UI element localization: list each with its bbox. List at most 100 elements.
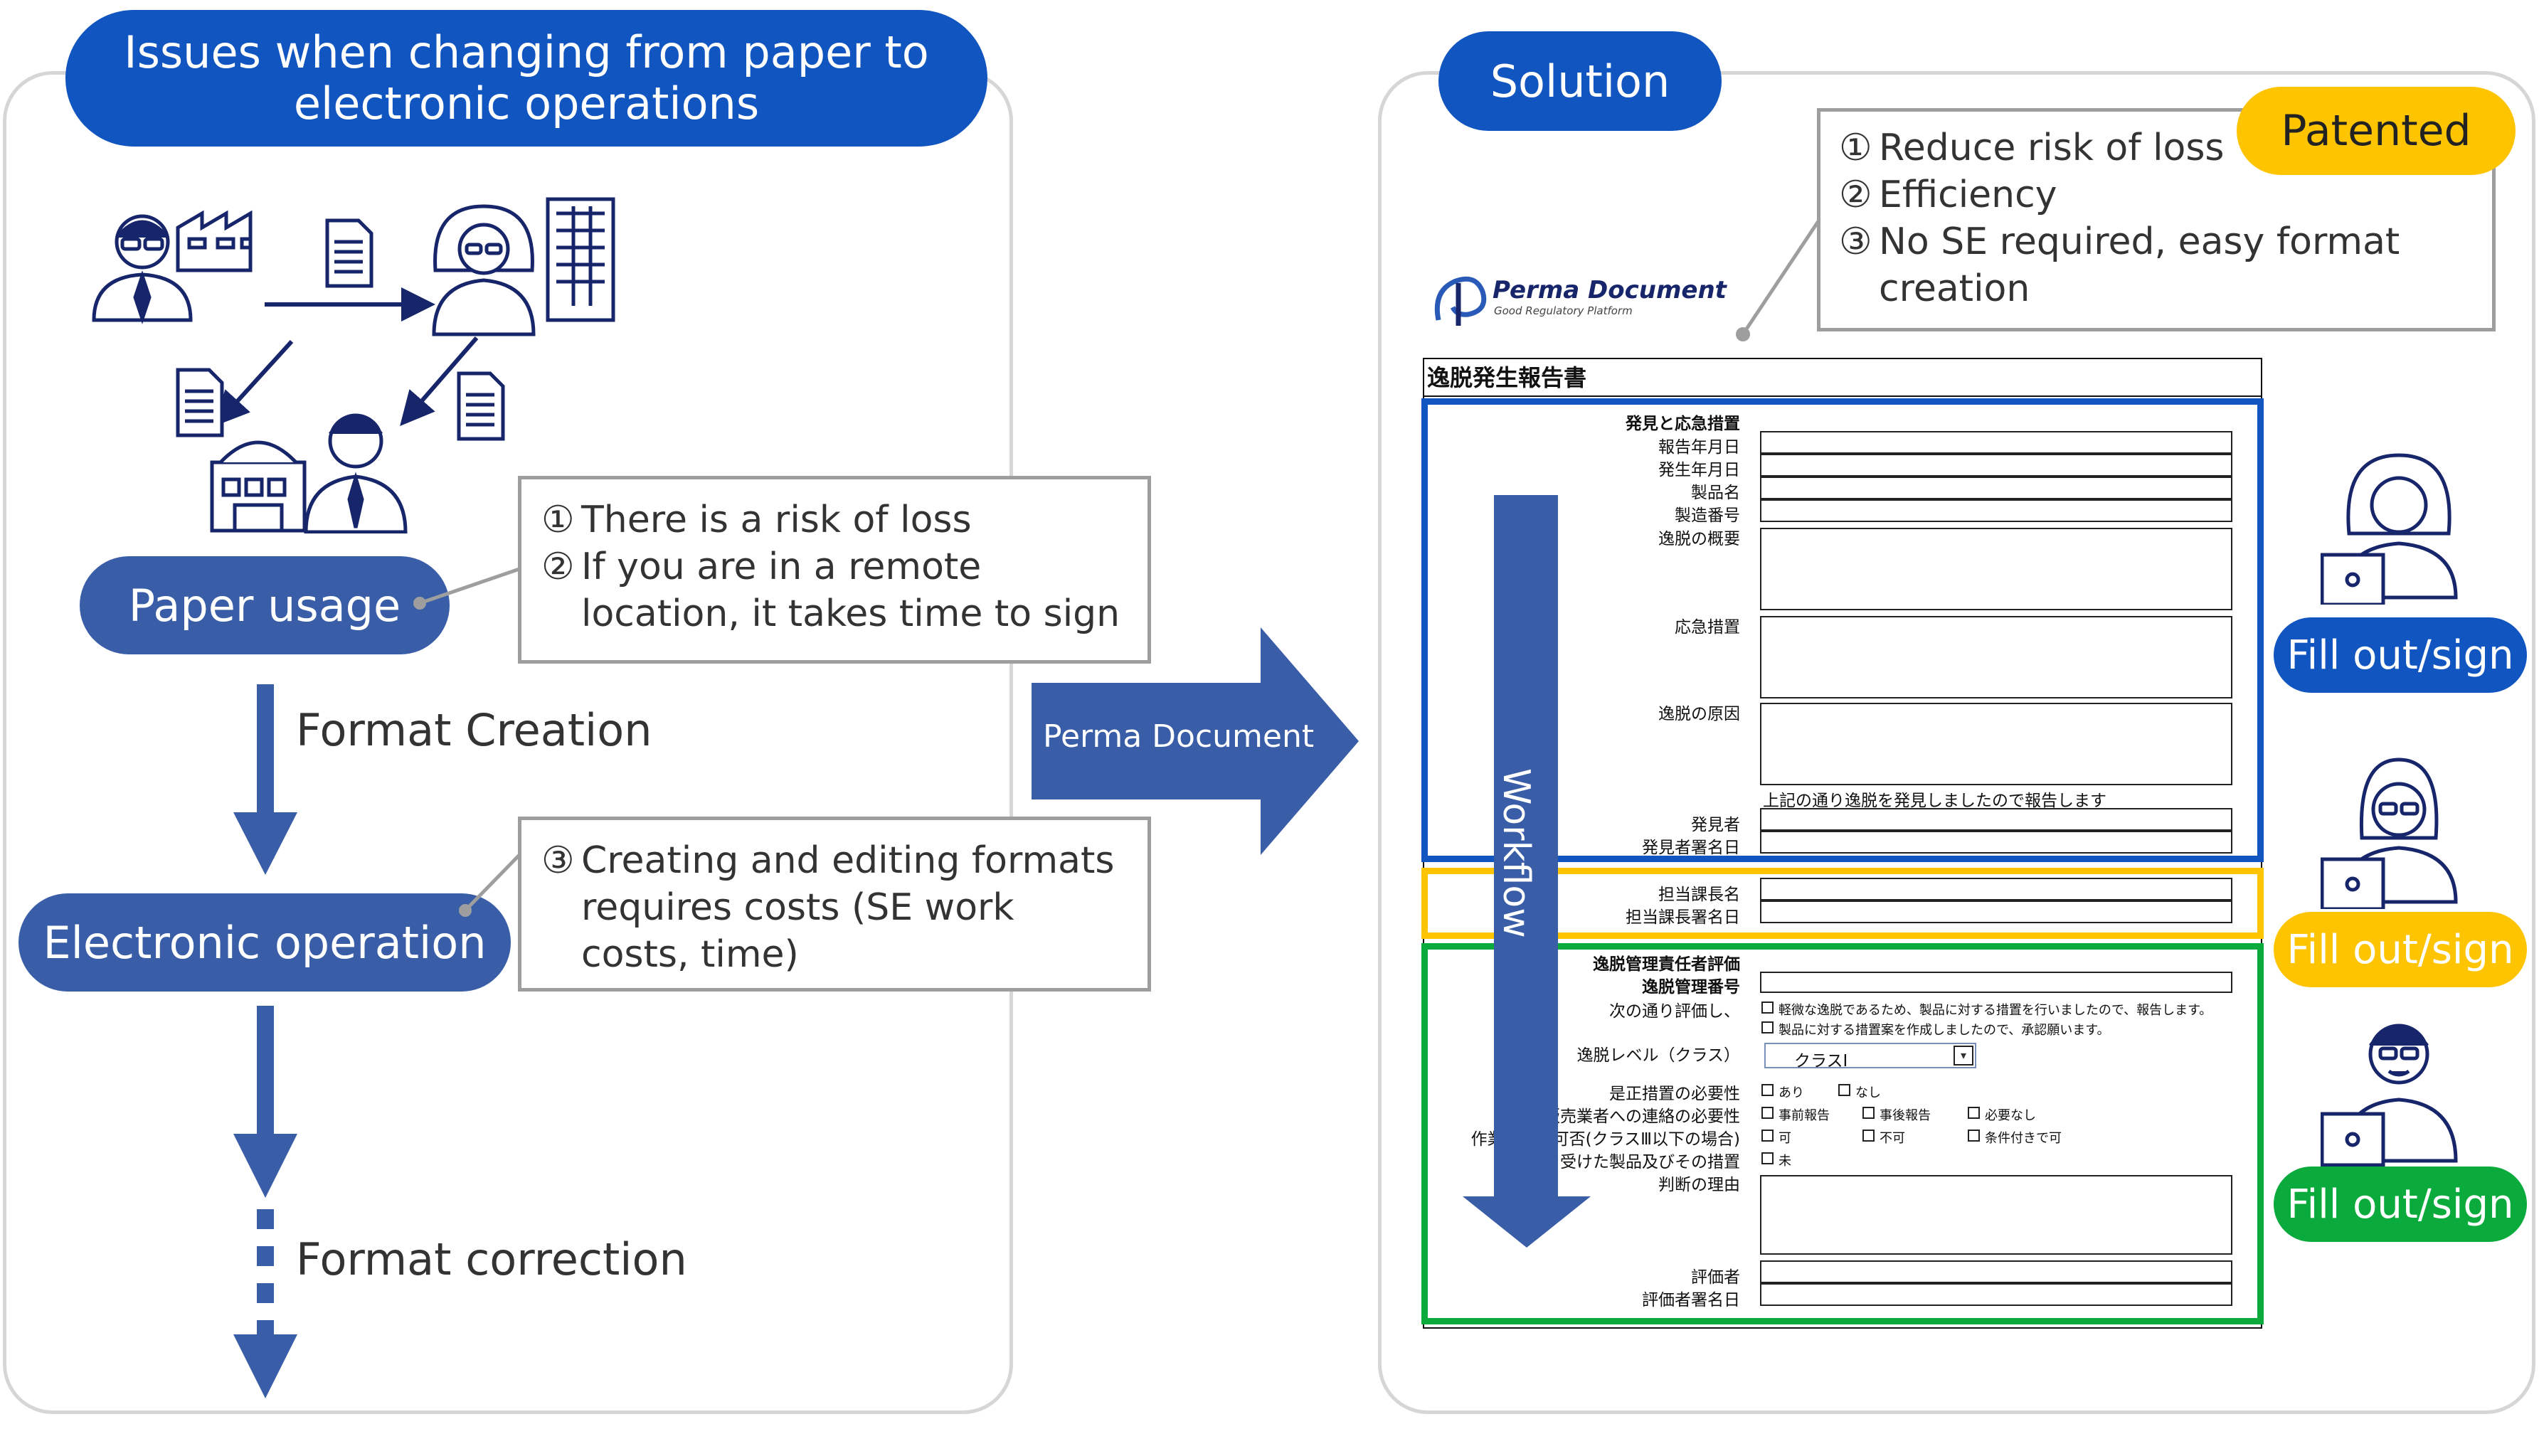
form-checkbox[interactable] — [1862, 1107, 1875, 1119]
form-option: あり — [1779, 1085, 1804, 1100]
form-label: 製品名 — [1691, 484, 1740, 502]
form-option: 必要なし — [1985, 1108, 2036, 1123]
form-checkbox[interactable] — [1761, 1021, 1774, 1033]
person-glasses-icon — [92, 214, 193, 324]
form-label: 判断の理由 — [1658, 1176, 1740, 1194]
form-checkbox[interactable] — [1761, 1152, 1774, 1164]
form-option: 未 — [1779, 1154, 1791, 1169]
logo-name: Perma Document — [1493, 276, 1727, 304]
form-label: 発生年月日 — [1658, 461, 1740, 479]
form-input[interactable] — [1760, 900, 2232, 923]
form-option: 軽微な逸脱であるため、製品に対する措置を行いましたので、報告します。 — [1779, 1003, 2212, 1018]
signer-woman-glasses-laptop-icon — [2321, 758, 2458, 909]
fill-sign-badge-green: Fill out/sign — [2274, 1167, 2527, 1242]
fill-sign-label: Fill out/sign — [2286, 632, 2514, 679]
benefit-text: No SE required, easy format creation — [1879, 220, 2400, 310]
form-input[interactable] — [1760, 808, 2232, 831]
form-textarea[interactable] — [1760, 616, 2232, 698]
big-right-arrow — [1032, 627, 1359, 855]
issue-text: If you are in a remote location, it take… — [581, 546, 1120, 635]
section-frame-green — [1421, 943, 2264, 1324]
form-input[interactable] — [1760, 1260, 2232, 1283]
class-level-dropdown[interactable]: クラスⅠ ▾ — [1764, 1043, 1976, 1070]
form-textarea[interactable] — [1760, 703, 2232, 785]
issue-number: ③ — [541, 839, 575, 882]
form-option: なし — [1855, 1085, 1881, 1100]
benefit-number: ③ — [1839, 220, 1872, 263]
paper-workflow-illustration — [92, 197, 615, 533]
form-input[interactable] — [1760, 477, 2232, 499]
patented-label: Patented — [2281, 106, 2471, 156]
form-label: 次の通り評価し、 — [1609, 1002, 1740, 1021]
chevron-down-icon: ▾ — [1954, 1046, 1973, 1066]
down-arrow-icon — [233, 684, 297, 875]
format-creation-label: Format Creation — [296, 704, 652, 756]
form-title: 逸脱発生報告書 — [1427, 364, 1587, 391]
form-section-heading: 発見と応急措置 — [1626, 415, 1740, 433]
form-label: 逸脱の原因 — [1658, 705, 1740, 723]
document-icon — [457, 371, 505, 441]
form-checkbox[interactable] — [1968, 1130, 1980, 1142]
format-correction-label: Format correction — [296, 1233, 687, 1285]
issue-number: ① — [541, 499, 575, 541]
patented-badge: Patented — [2237, 87, 2516, 175]
form-textarea[interactable] — [1760, 1175, 2232, 1255]
form-input[interactable] — [1760, 972, 2232, 993]
form-option: 不可 — [1880, 1131, 1905, 1146]
document-icon — [325, 218, 373, 288]
form-textarea[interactable] — [1760, 528, 2232, 610]
form-label: 評価者署名日 — [1642, 1291, 1740, 1309]
benefit-text: Reduce risk of loss — [1879, 127, 2225, 169]
form-checkbox[interactable] — [1968, 1107, 1980, 1119]
form-input[interactable] — [1760, 1283, 2232, 1306]
form-label: 是正措置の必要性 — [1609, 1085, 1740, 1103]
form-label: 担当課長署名日 — [1626, 908, 1740, 927]
form-label: 製造番号 — [1675, 506, 1740, 525]
form-checkbox[interactable] — [1862, 1130, 1875, 1142]
perma-document-logo-icon — [1434, 276, 1487, 326]
form-option: 製品に対する措置案を作成しましたので、承認願います。 — [1779, 1023, 2110, 1038]
form-label: 評価者 — [1691, 1268, 1740, 1287]
logo-tagline: Good Regulatory Platform — [1494, 304, 1633, 317]
form-label: 逸脱管理番号 — [1642, 978, 1740, 997]
electronic-operation-label: Electronic operation — [43, 916, 487, 969]
fill-sign-badge-blue: Fill out/sign — [2274, 617, 2527, 693]
form-label: 応急措置 — [1675, 618, 1740, 637]
arrow-up-left-icon — [214, 339, 294, 426]
form-input[interactable] — [1760, 454, 2232, 477]
person-man-icon — [304, 413, 408, 533]
form-title-line — [1423, 395, 2262, 397]
left-header-pill: Issues when changing from paper to elect… — [65, 10, 987, 147]
form-note: 上記の通り逸脱を発見しましたので報告します — [1763, 792, 2106, 810]
fill-sign-badge-yellow: Fill out/sign — [2274, 912, 2527, 987]
form-checkbox[interactable] — [1761, 1001, 1774, 1014]
issue-number: ② — [541, 546, 575, 588]
dropdown-value: クラスⅠ — [1794, 1052, 1848, 1070]
form-input[interactable] — [1760, 431, 2232, 454]
fill-sign-label: Fill out/sign — [2286, 1181, 2514, 1228]
dashed-down-arrow-icon — [233, 1209, 297, 1398]
form-option: 事前報告 — [1779, 1108, 1830, 1123]
form-section-heading: 逸脱管理責任者評価 — [1593, 955, 1740, 974]
form-input[interactable] — [1760, 878, 2232, 900]
form-input[interactable] — [1760, 499, 2232, 522]
section-frame-blue — [1421, 398, 2264, 862]
form-checkbox[interactable] — [1761, 1130, 1774, 1142]
down-arrow-icon — [233, 1006, 297, 1198]
form-checkbox[interactable] — [1838, 1084, 1850, 1096]
benefits-callout-line — [1736, 205, 1830, 341]
form-checkbox[interactable] — [1761, 1084, 1774, 1096]
form-checkbox[interactable] — [1761, 1107, 1774, 1119]
form-label: 逸脱レベル（クラス） — [1576, 1046, 1740, 1065]
signer-man-laptop-icon — [2321, 1024, 2458, 1167]
form-input[interactable] — [1760, 831, 2232, 854]
office-building-icon — [210, 440, 307, 533]
building-icon — [546, 197, 615, 322]
issue-text: There is a risk of loss — [581, 499, 972, 541]
arrow-label: Perma Document — [1043, 718, 1315, 755]
arrow-down-left-icon — [400, 336, 479, 427]
form-option: 条件付きで可 — [1985, 1131, 2062, 1146]
